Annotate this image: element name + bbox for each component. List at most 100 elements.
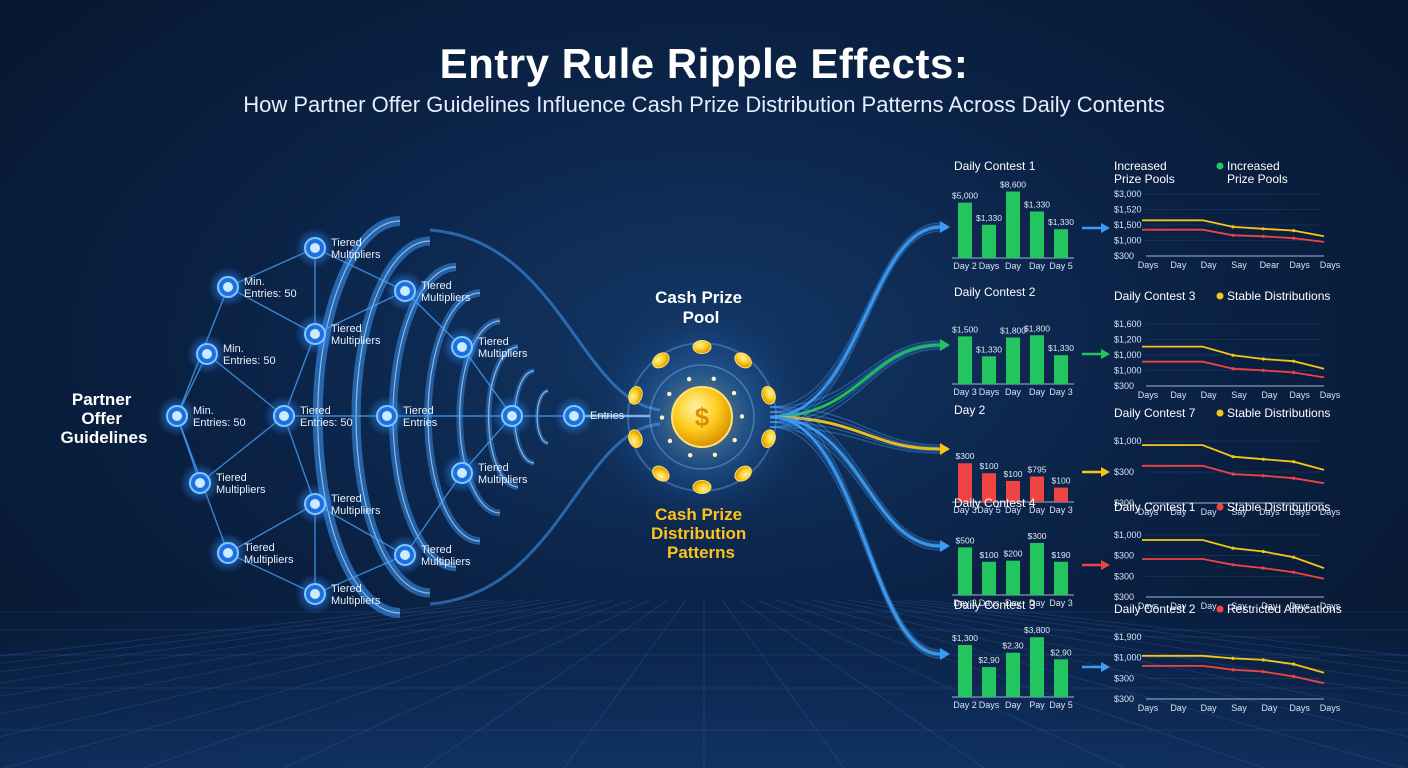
ripple-ring-highlight — [317, 220, 401, 614]
bar-tick-label: Day 5 — [977, 505, 1001, 515]
node-core — [310, 499, 320, 509]
x-tick-label: Days — [1320, 601, 1341, 611]
bar — [982, 473, 996, 502]
node-core — [457, 468, 467, 478]
node-label: Tiered — [331, 493, 362, 505]
bar-tick-label: Day 3 — [1049, 387, 1073, 397]
series-point — [1292, 476, 1296, 480]
floor-grid — [0, 599, 1408, 768]
line-chart-title-line: Prize Pools — [1114, 172, 1175, 186]
sparkle-dot — [667, 391, 672, 397]
bar — [1054, 487, 1068, 502]
ripple-ring-highlight — [459, 320, 501, 514]
x-tick-label: Days — [1320, 507, 1341, 517]
legend-dot-icon — [1216, 162, 1224, 170]
node-core — [310, 329, 320, 339]
sparkle-dot — [686, 376, 692, 382]
y-tick-label: $300 — [1114, 381, 1134, 391]
x-tick-label: Day — [1170, 601, 1187, 611]
sparkle-dot — [739, 414, 745, 419]
node-core — [400, 550, 410, 560]
node-label: Multipliers — [421, 556, 471, 568]
node-label: Multipliers — [421, 292, 471, 304]
series-point — [1292, 359, 1296, 363]
x-tick-label: Days — [1138, 601, 1159, 611]
pool-label-line: Pool — [683, 308, 720, 327]
bar-tick-label: Day — [1005, 598, 1022, 608]
x-tick-label: Say — [1231, 703, 1247, 713]
floor-grid-line — [919, 599, 1408, 657]
series-point — [1231, 455, 1235, 459]
bar-tick-label: Day 3 — [953, 505, 977, 515]
sparkle-dot — [711, 376, 717, 381]
x-tick-label: Days — [1259, 507, 1280, 517]
node-core — [310, 243, 320, 253]
series-point — [1231, 546, 1235, 550]
bar — [1054, 659, 1068, 697]
node-label: Multipliers — [244, 554, 294, 566]
y-tick-label: $1,000 — [1114, 436, 1142, 446]
node-label: Min. — [244, 276, 265, 288]
floor-grid-line — [757, 599, 1125, 768]
bar — [982, 561, 996, 595]
node-label: Entries: 50 — [244, 288, 297, 300]
bar-tick-label: Days — [979, 261, 1000, 271]
node-label: Tiered — [216, 472, 247, 484]
bar-value-label: $300 — [956, 451, 975, 461]
x-tick-label: Day — [1170, 390, 1187, 400]
ripple-ring-highlight — [355, 240, 431, 594]
bar-value-label: $200 — [1004, 549, 1023, 559]
bar-value-label: $500 — [956, 535, 975, 545]
series-point — [1261, 457, 1265, 461]
node-label: Multipliers — [331, 335, 381, 347]
bar-tick-label: Days — [979, 387, 1000, 397]
bar-tick-label: Day 5 — [1049, 700, 1073, 710]
coin-icon — [734, 352, 752, 369]
x-tick-label: Day — [1201, 260, 1218, 270]
node-label: Entries: 50 — [223, 355, 276, 367]
series-point — [1261, 658, 1265, 662]
network-node: Min.Entries: 50 — [157, 396, 246, 436]
arrow-head-icon — [940, 540, 950, 552]
x-tick-label: Dear — [1260, 260, 1280, 270]
y-tick-label: $1,900 — [1114, 632, 1142, 642]
series-point — [1261, 670, 1265, 674]
bar-tick-label: Day — [1029, 598, 1046, 608]
x-tick-label: Day — [1261, 703, 1278, 713]
bar — [1030, 542, 1044, 595]
x-tick-label: Days — [1138, 507, 1159, 517]
y-tick-label: $1,500 — [1114, 220, 1142, 230]
bar-value-label: $190 — [1052, 550, 1071, 560]
bar-tick-label: Day 5 — [1049, 261, 1073, 271]
y-tick-label: $300 — [1114, 592, 1134, 602]
arrow-right-icon — [1101, 349, 1110, 359]
y-tick-label: $300 — [1114, 673, 1134, 683]
distribution-label-line: Patterns — [667, 543, 735, 562]
node-core — [569, 411, 579, 421]
bar — [958, 463, 972, 502]
bar-tick-label: Day — [1029, 387, 1046, 397]
series-point — [1261, 566, 1265, 570]
node-core — [195, 478, 205, 488]
node-core — [382, 411, 392, 421]
bar-tick-label: Day — [1029, 261, 1046, 271]
arrow-head-icon — [940, 648, 950, 660]
series-line — [1142, 558, 1325, 580]
pool-ring — [649, 364, 755, 470]
sparkle-dot — [712, 452, 718, 458]
arrow-right-icon — [1101, 467, 1110, 477]
x-tick-label: Days — [1320, 390, 1341, 400]
legend-label: Stable Distributions — [1227, 500, 1330, 514]
